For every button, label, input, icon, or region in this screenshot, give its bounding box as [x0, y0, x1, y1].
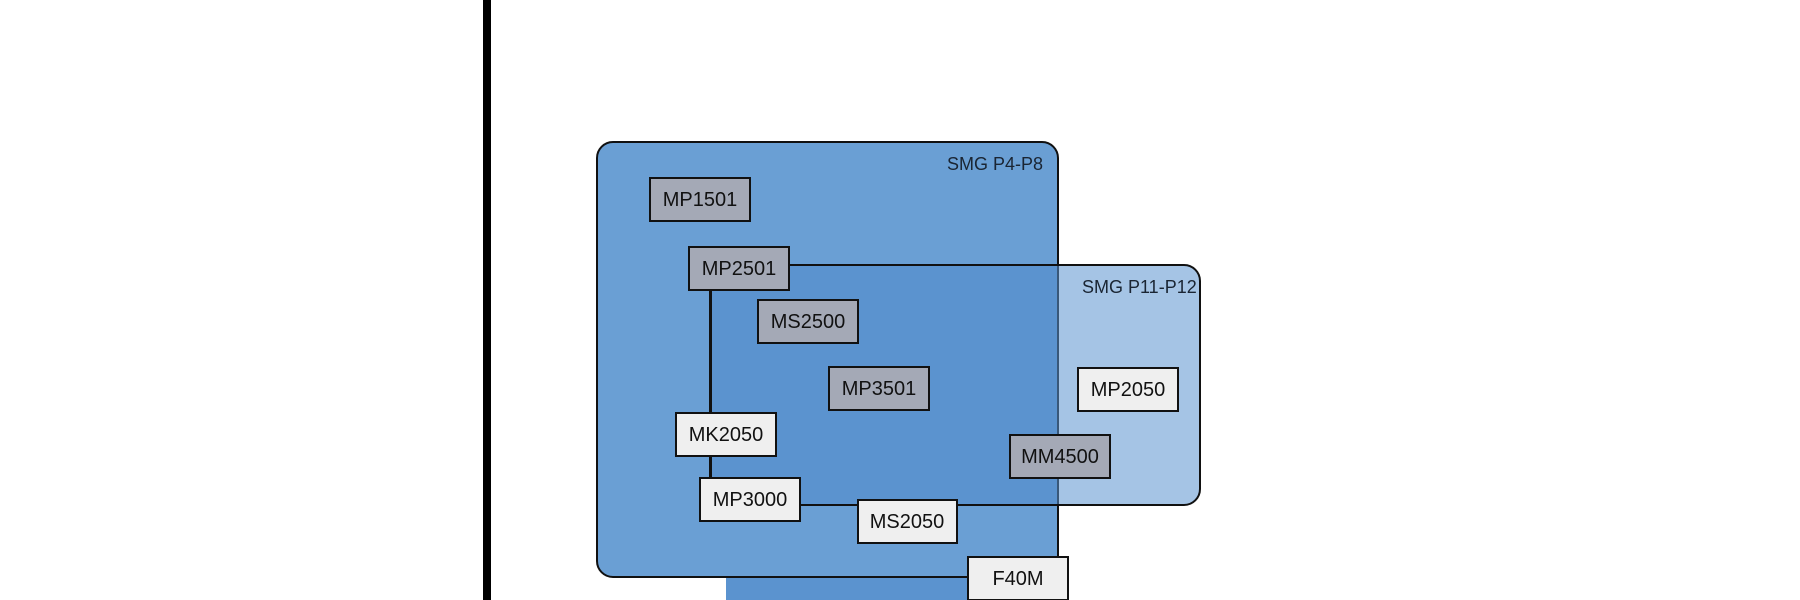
node-label: MP3000 — [713, 489, 788, 511]
vertical-divider — [483, 0, 491, 600]
node-label: MM4500 — [1021, 446, 1099, 468]
node-mp3501[interactable]: MP3501 — [828, 366, 930, 411]
node-ms2050[interactable]: MS2050 — [857, 499, 958, 544]
node-label: MS2500 — [771, 311, 846, 333]
node-mp3000[interactable]: MP3000 — [699, 477, 801, 522]
node-mp2050[interactable]: MP2050 — [1077, 367, 1179, 412]
node-label: MK2050 — [689, 424, 764, 446]
group-label-smg-p11-p12: SMG P11-P12 — [1082, 277, 1197, 297]
node-mp1501[interactable]: MP1501 — [649, 177, 751, 222]
node-ms2500[interactable]: MS2500 — [757, 299, 859, 344]
node-label: F40M — [992, 568, 1043, 590]
node-f40m[interactable]: F40M — [967, 556, 1069, 600]
node-label: MP2050 — [1091, 379, 1166, 401]
node-mk2050[interactable]: MK2050 — [675, 412, 777, 457]
node-label: MP2501 — [702, 258, 777, 280]
node-mp2501[interactable]: MP2501 — [688, 246, 790, 291]
group-label-smg-p4-p8: SMG P4-P8 — [947, 154, 1043, 174]
node-label: MS2050 — [870, 511, 945, 533]
node-label: MP1501 — [663, 189, 738, 211]
node-mm4500[interactable]: MM4500 — [1009, 434, 1111, 479]
node-label: MP3501 — [842, 378, 917, 400]
